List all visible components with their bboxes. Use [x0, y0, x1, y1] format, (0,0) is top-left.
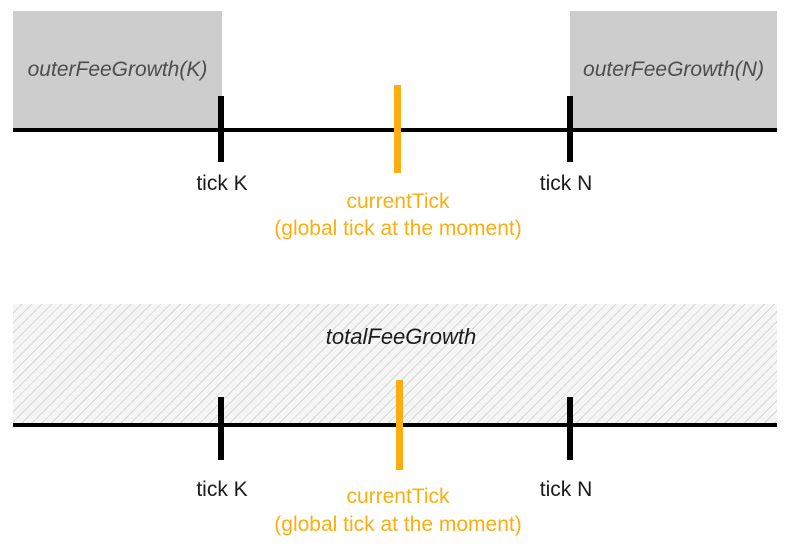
bottom-axis-line [13, 423, 777, 427]
tick-n-label-top: tick N [539, 172, 593, 195]
current-tick-sublabel-bottom: (global tick at the moment) [274, 513, 522, 536]
total-fee-growth-label: totalFeeGrowth [325, 324, 477, 349]
current-tick-marker-bottom [396, 380, 403, 470]
current-tick-marker-top [394, 85, 401, 173]
tick-k-marker-bottom [218, 397, 224, 460]
tick-n-marker-bottom [567, 397, 573, 460]
outer-fee-growth-n-box: outerFeeGrowth(N) [570, 11, 777, 128]
current-tick-label-bottom: currentTick [346, 485, 450, 508]
tick-n-label-bottom: tick N [539, 478, 593, 501]
tick-n-marker-top [567, 96, 573, 162]
outer-fee-growth-k-box: outerFeeGrowth(K) [13, 11, 222, 128]
outer-fee-growth-n-label: outerFeeGrowth(N) [583, 57, 764, 81]
tick-k-marker-top [218, 96, 224, 162]
outer-fee-growth-k-label: outerFeeGrowth(K) [27, 57, 208, 81]
tick-k-label-bottom: tick K [196, 478, 248, 501]
current-tick-label-top: currentTick [346, 190, 450, 213]
total-fee-growth-box [13, 304, 777, 423]
current-tick-sublabel-top: (global tick at the moment) [274, 217, 522, 240]
tick-k-label-top: tick K [196, 172, 248, 195]
